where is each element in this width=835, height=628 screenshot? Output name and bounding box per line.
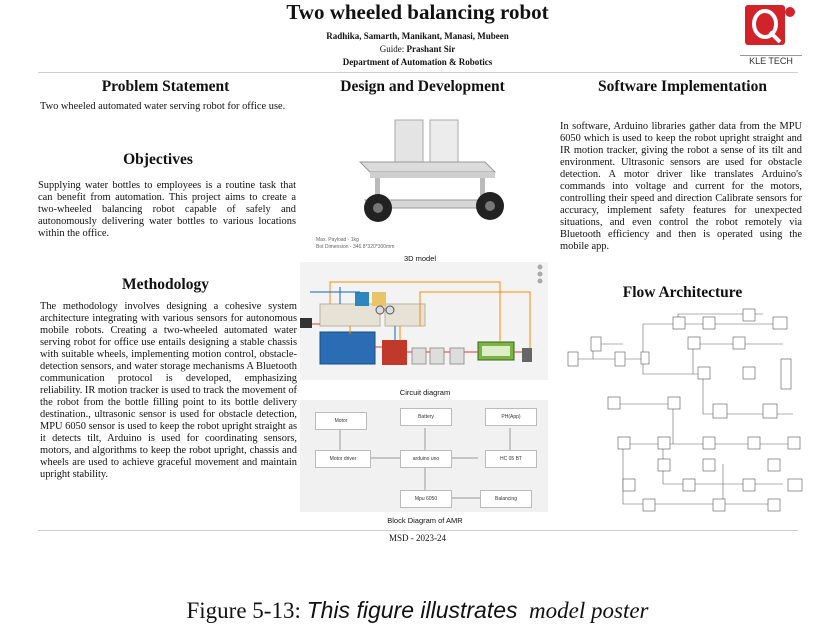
methodology-text: The methodology involves designing a coh… [40, 301, 298, 480]
circuit-diagram-image [300, 262, 548, 380]
methodology-heading: Methodology [122, 276, 209, 293]
block-phone-app: PH(App) [485, 408, 537, 426]
figure-caption: Figure 5-13: This figure illustrates mod… [0, 597, 835, 624]
objectives-heading: Objectives [123, 151, 193, 168]
software-text: In software, Arduino libraries gather da… [560, 121, 802, 252]
figure-number: Figure 5-13: [186, 598, 307, 623]
block-caption: Block Diagram of AMR [387, 516, 463, 525]
block-arduino: arduino uno [400, 450, 452, 468]
robot-3d-model-image [340, 100, 510, 235]
logo-text: KLE TECH [740, 55, 802, 66]
poster-guide: Guide: Prashant Sir [0, 44, 835, 54]
kle-tech-logo: KLE TECH [740, 4, 802, 66]
header-divider [38, 72, 798, 73]
circuit-caption: Circuit diagram [399, 388, 451, 397]
block-mpu: Mpu 6050 [400, 490, 452, 508]
model-note-dimension: Bot Dimension - 346.8*320*300mm [316, 244, 395, 250]
design-heading: Design and Development [340, 78, 505, 95]
problem-heading: Problem Statement [101, 78, 230, 95]
figure-caption-text1: This figure illustrates [306, 597, 518, 623]
footer-code: MSD - 2023-24 [388, 533, 446, 543]
footer-divider [38, 530, 798, 531]
objectives-text: Supplying water bottles to employees is … [38, 180, 296, 239]
block-battery: Battery [400, 408, 452, 426]
flow-architecture-diagram [563, 304, 808, 514]
model-note-payload: Max. Payload - 1kg [316, 237, 359, 243]
block-diagram: Motor Battery PH(App) Motor driver ardui… [300, 400, 548, 512]
poster-department: Department of Automation & Robotics [342, 57, 493, 67]
block-balancing: Balancing [480, 490, 532, 508]
poster-title: Two wheeled balancing robot [286, 0, 549, 24]
poster-authors: Radhika, Samarth, Manikant, Manasi, Mube… [326, 31, 509, 41]
logo-mark-icon [745, 5, 795, 45]
problem-text: Two wheeled automated water serving robo… [40, 101, 286, 112]
figure-caption-text2: model poster [529, 598, 649, 623]
guide-label: Guide: [379, 44, 407, 54]
model-caption: 3D model [403, 254, 437, 263]
block-hc05: HC 05 BT [485, 450, 537, 468]
block-motor-driver: Motor driver [315, 450, 371, 468]
software-heading: Software Implementation [598, 78, 767, 95]
block-motor: Motor [315, 412, 367, 430]
guide-name: Prashant Sir [406, 44, 456, 54]
flow-heading: Flow Architecture [622, 284, 743, 301]
